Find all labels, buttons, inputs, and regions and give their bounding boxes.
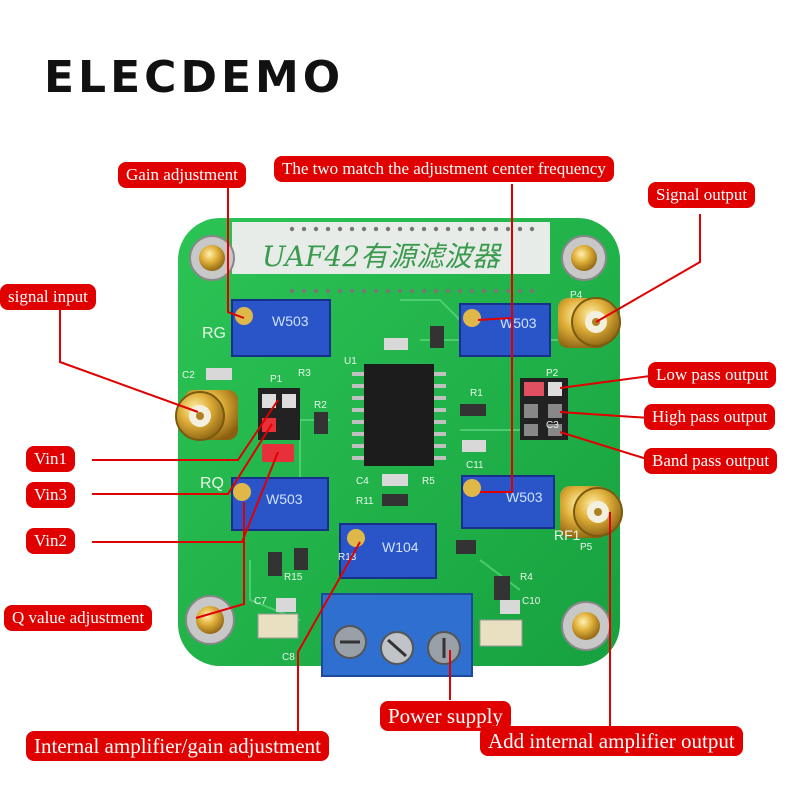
mount-post-bottom-right [561, 601, 611, 651]
power-terminal-block [321, 593, 473, 677]
leader-signal-output [595, 214, 701, 323]
smd-components [206, 326, 523, 647]
label-q-value-adjustment: Q value adjustment [4, 605, 153, 631]
label-high-pass-output: High pass output [644, 404, 776, 430]
leader-high-pass [559, 411, 651, 419]
sma-input-connector [175, 390, 238, 441]
label-internal-amplifier-gain: Internal amplifier/gain adjustment [26, 731, 329, 761]
pot-marking: W503 [272, 313, 309, 329]
silk-c4: C4 [356, 476, 369, 487]
pot-marking: W104 [382, 539, 419, 555]
sma-output-connector-top [558, 297, 621, 348]
silk-c8: C8 [282, 652, 295, 663]
label-center-frequency: The two match the adjustment center freq… [274, 156, 614, 182]
jumper-input-block [258, 388, 300, 462]
silk-r11: R11 [356, 496, 374, 507]
silk-c3: C3 [546, 420, 559, 431]
silk-r4: R4 [520, 572, 533, 583]
silk-p1: P1 [270, 374, 283, 385]
label-band-pass-output: Band pass output [644, 448, 778, 474]
leader-signal-input [59, 306, 199, 413]
label-signal-input: signal input [0, 284, 96, 310]
silk-p2: P2 [546, 368, 559, 379]
label-vin3: Vin3 [26, 482, 75, 508]
silkscreen-labels: RG RQ RF1 U1 R1 R2 R3 R4 R5 R11 R13 R15 … [182, 290, 593, 663]
leader-band-pass [559, 431, 651, 461]
silk-u1: U1 [344, 356, 357, 367]
label-gain-adjustment: Gain adjustment [118, 162, 246, 188]
leader-gain [227, 186, 245, 319]
leader-center-freq-2 [480, 318, 513, 493]
silk-c7: C7 [254, 596, 267, 607]
mount-post-bottom-left [185, 595, 235, 645]
potentiometer-freq-1: W503 [459, 303, 551, 357]
brand-logo-text: ELECDEMO [44, 52, 345, 103]
silk-r13: R13 [338, 552, 357, 563]
silk-c11: C11 [466, 460, 484, 471]
silk-r2: R2 [314, 400, 327, 411]
label-signal-output: Signal output [648, 182, 756, 208]
silk-c10: C10 [522, 596, 541, 607]
pot-marking: W503 [506, 489, 543, 505]
label-low-pass-output: Low pass output [648, 362, 777, 388]
potentiometer-q: W503 [231, 477, 329, 531]
label-vin2: Vin2 [26, 528, 75, 554]
leader-q-value [195, 502, 245, 619]
silk-r5: R5 [422, 476, 435, 487]
potentiometer-gain: W503 [231, 299, 331, 357]
mount-post-top-left [189, 235, 235, 281]
jumper-output-block [520, 378, 568, 440]
leader-lines [59, 184, 701, 732]
label-add-internal-amplifier-output: Add internal amplifier output [480, 726, 743, 756]
silk-rq: RQ [200, 475, 224, 492]
silk-r3: R3 [298, 368, 311, 379]
silk-r1: R1 [470, 388, 483, 399]
silk-r15: R15 [284, 572, 303, 583]
header-holes [289, 226, 535, 294]
leader-vin1 [92, 399, 279, 461]
silk-c2: C2 [182, 370, 195, 381]
board-title: UAF42有源滤波器 [262, 240, 503, 273]
leader-internal-amp [297, 541, 361, 732]
leader-low-pass [559, 375, 651, 389]
silk-p4: P4 [570, 290, 583, 301]
leader-vin2 [92, 451, 279, 543]
leader-vin3 [92, 423, 273, 495]
silk-p5: P5 [580, 542, 593, 553]
silk-rg: RG [202, 325, 226, 342]
uaf42-chip [352, 364, 446, 466]
mount-post-top-right [561, 235, 607, 281]
label-vin1: Vin1 [26, 446, 75, 472]
silk-rf1: RF1 [554, 527, 581, 543]
potentiometer-freq-2: W503 [461, 475, 555, 529]
pot-marking: W503 [266, 491, 303, 507]
